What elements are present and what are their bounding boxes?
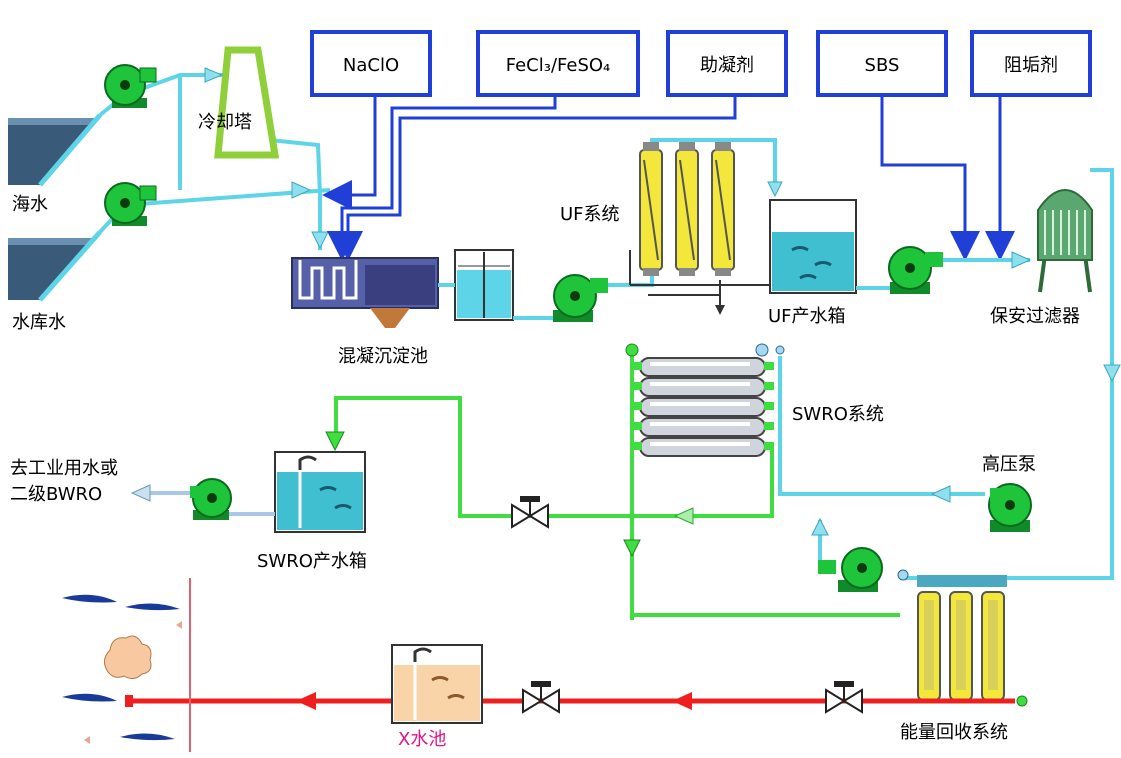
- security-filter: [1037, 189, 1093, 293]
- seawater-label: 海水: [12, 194, 48, 215]
- product-pump: [190, 478, 232, 520]
- uf-feed-pump: [553, 274, 608, 322]
- flow-arrow: [811, 517, 829, 536]
- swro-system: [625, 343, 785, 620]
- holding-tank: [454, 249, 514, 321]
- coagulant-label: 助凝剂: [700, 55, 754, 76]
- concentrate-valve-1: [825, 681, 863, 714]
- fecl-label: FeCl₃/FeSO₄: [506, 55, 611, 76]
- naclo-label: NaClO: [343, 55, 399, 76]
- swro-tank-label: SWRO产水箱: [257, 551, 367, 572]
- flow-arrow: [325, 431, 345, 452]
- uf-product-tank: [769, 199, 857, 294]
- sedimentation-tank: [291, 257, 439, 328]
- energy-recovery-system: [917, 575, 1028, 707]
- seawater-intake: [8, 113, 102, 187]
- uf-tank-label: UF产水箱: [768, 306, 846, 327]
- sedimentation-label: 混凝沉淀池: [338, 346, 428, 367]
- sea-outfall: [62, 594, 182, 744]
- x-pool-tank: [391, 644, 483, 724]
- flow-arrow: [291, 181, 312, 199]
- uf-system-label: UF系统: [560, 204, 620, 225]
- flow-arrow: [930, 485, 951, 503]
- flow-arrow: [672, 692, 692, 710]
- cooling-tower: [214, 46, 280, 159]
- x-pool-label: X水池: [398, 729, 446, 750]
- flow-arrow: [296, 692, 316, 710]
- swro-system-label: SWRO系统: [792, 404, 884, 425]
- reservoir-intake: [8, 230, 102, 302]
- industrial-label-line1: 去工业用水或: [10, 458, 118, 479]
- hp-pump-label: 高压泵: [982, 454, 1036, 475]
- permeate-valve: [511, 496, 549, 529]
- high-pressure-pump: [988, 483, 1032, 532]
- flow-arrow: [767, 181, 783, 198]
- flow-arrow: [204, 67, 224, 83]
- concentrate-valve-2: [522, 681, 560, 714]
- flow-arrow: [673, 507, 694, 525]
- flow-arrow: [311, 231, 329, 250]
- cooling-tower-label: 冷却塔: [198, 112, 252, 133]
- filter-feed-pump: [888, 246, 943, 294]
- reservoir-pump: [104, 182, 157, 226]
- flow-arrow: [623, 539, 641, 558]
- antiscalant-label: 阻垢剂: [1004, 55, 1058, 76]
- industrial-label-line2: 二级BWRO: [10, 484, 102, 505]
- swro-product-tank: [274, 451, 366, 533]
- chemical-boxes: [310, 30, 1092, 97]
- permeate-lines: [334, 396, 900, 617]
- sbs-label: SBS: [865, 55, 900, 76]
- flow-arrow: [130, 484, 151, 502]
- flow-arrow: [1103, 364, 1121, 383]
- seawater-pump: [104, 64, 157, 108]
- energy-recovery-label: 能量回收系统: [900, 722, 1008, 743]
- flow-arrow: [1011, 251, 1032, 269]
- reservoir-label: 水库水: [12, 312, 66, 333]
- uf-system: [629, 138, 777, 315]
- security-filter-label: 保安过滤器: [990, 306, 1080, 327]
- dosing-lines: [322, 95, 1015, 261]
- booster-pump: [818, 547, 883, 592]
